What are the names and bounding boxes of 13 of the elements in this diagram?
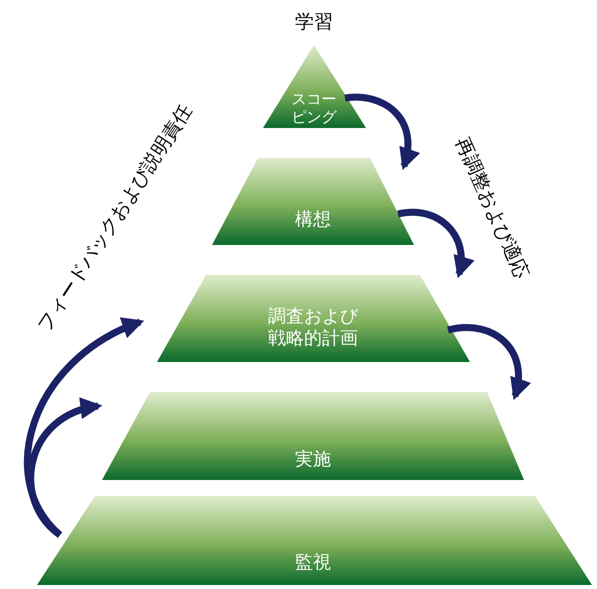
curved-arrow xyxy=(27,399,102,538)
curved-arrow xyxy=(447,324,530,400)
side-caption: フィードバックおよび説明責任 xyxy=(32,99,198,337)
layer-label: 構想 xyxy=(294,209,332,231)
layer-label: 調査および戦略的計画 xyxy=(267,306,360,350)
layer-label: 監視 xyxy=(294,552,332,574)
layer-label: スコーピング xyxy=(290,90,338,126)
curved-arrow xyxy=(397,208,474,278)
curved-arrow xyxy=(344,94,420,170)
pyramid-title: 学習 xyxy=(294,10,334,35)
layer-label: 実施 xyxy=(294,449,332,471)
curved-arrow xyxy=(24,318,144,538)
side-caption: 再調整および適応 xyxy=(450,133,534,283)
